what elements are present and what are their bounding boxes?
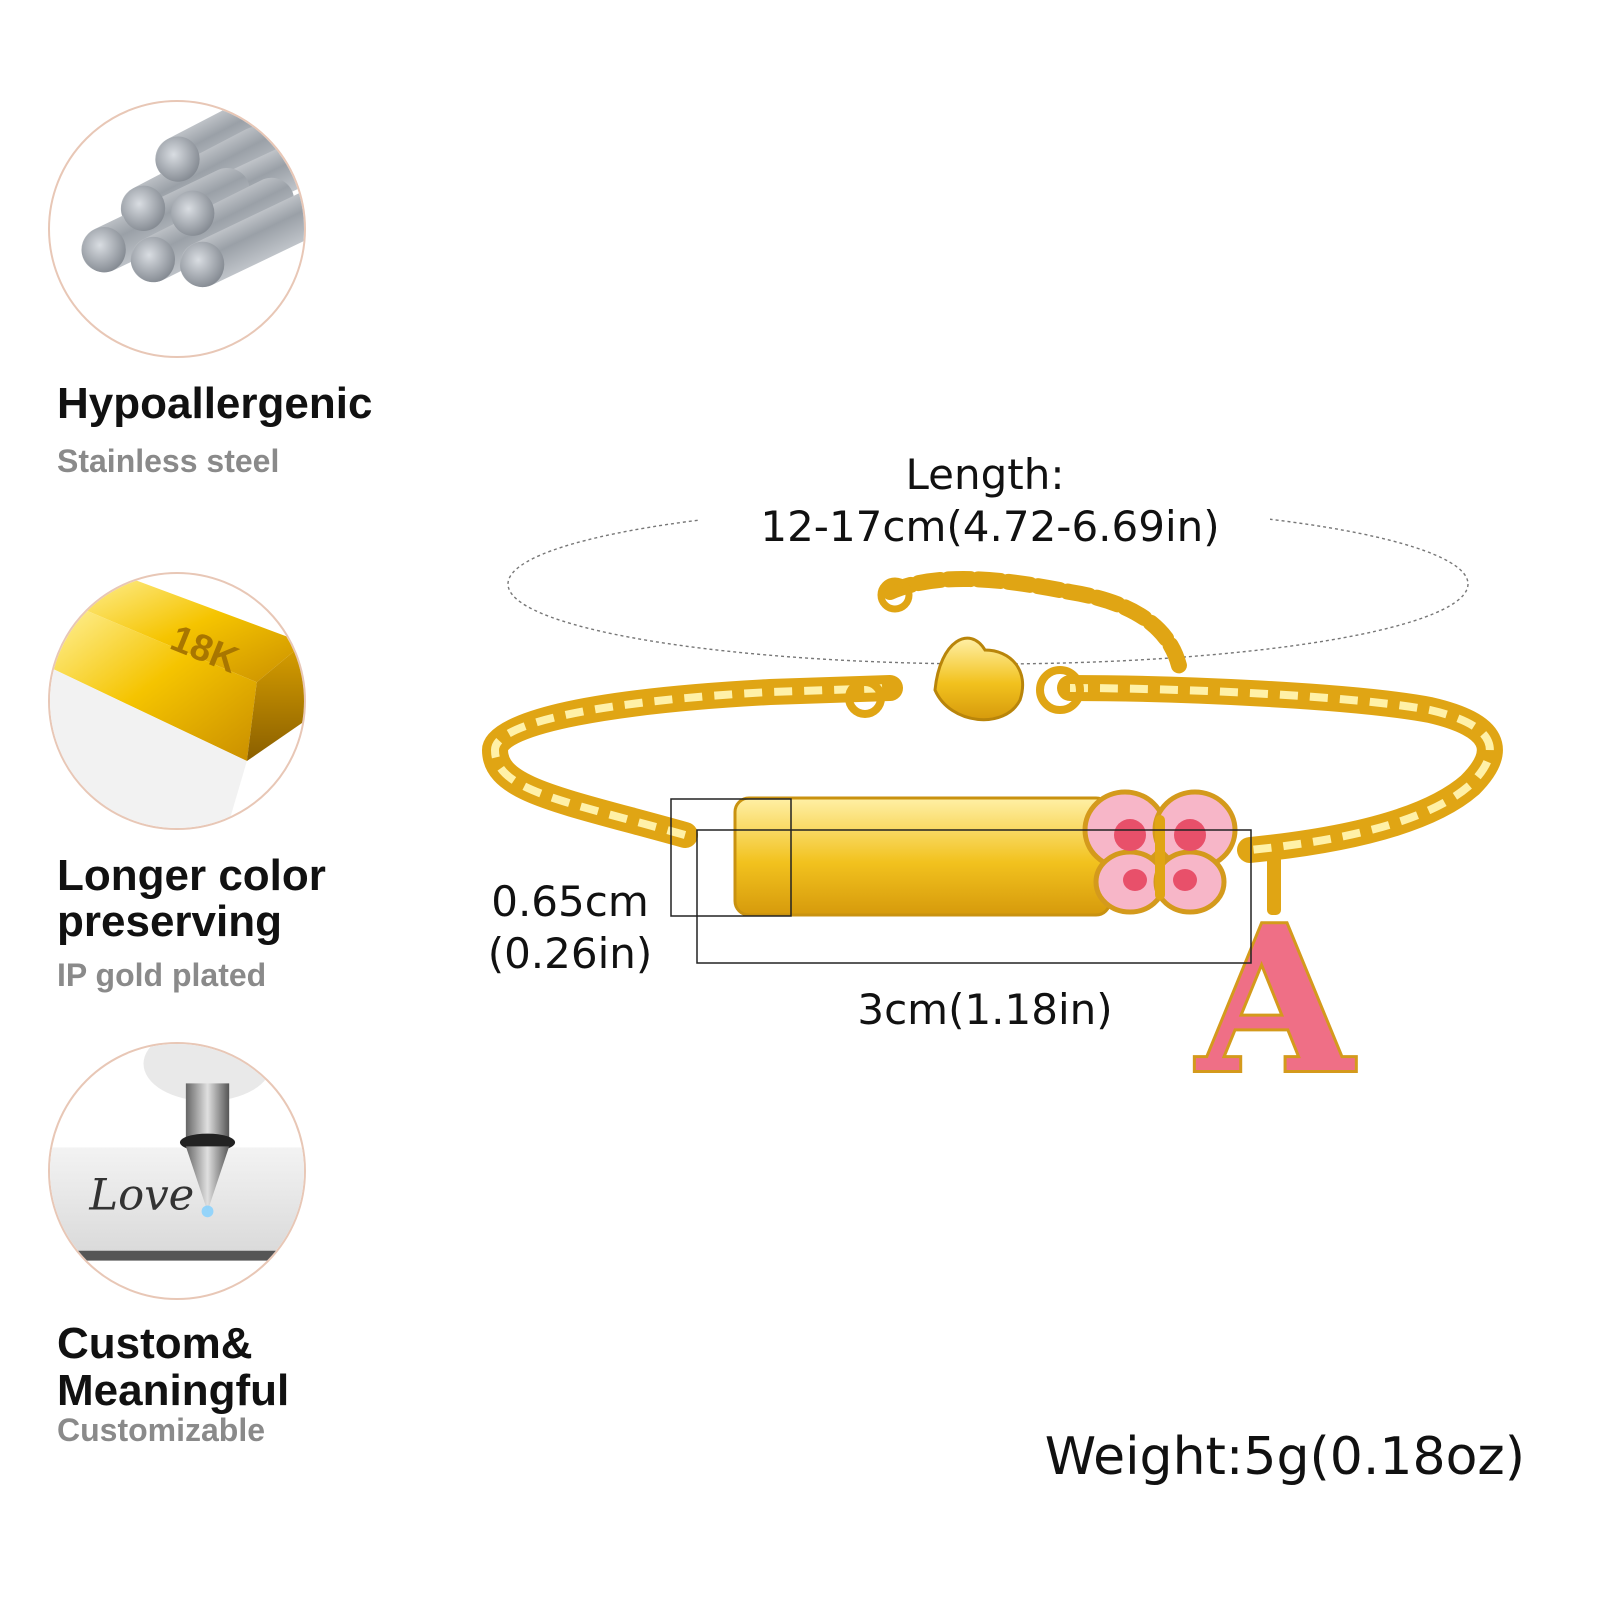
engraving-pen-icon: Love: [50, 1044, 304, 1261]
feature-title-custom-line1: Custom&: [57, 1319, 253, 1368]
feature-subtitle-ip-gold-plated: IP gold plated: [57, 957, 267, 993]
feature-title-longer-color-line2: preserving: [57, 897, 282, 946]
lobster-clasp: [933, 636, 1025, 722]
height-value-cm: 0.65cm: [491, 877, 649, 926]
width-dimension-bracket: [696, 829, 1252, 964]
steel-rods-image: [48, 100, 306, 358]
length-label: Length:: [905, 450, 1065, 499]
feature-title-hypoallergenic: Hypoallergenic: [57, 379, 373, 428]
feature-title-custom-line2: Meaningful: [57, 1366, 290, 1415]
bracelet-illustration: A: [481, 500, 1503, 1120]
height-value-in: (0.26in): [487, 929, 653, 978]
feature-title-longer-color-line1: Longer color: [57, 851, 326, 900]
length-value: 12-17cm(4.72-6.69in): [760, 502, 1220, 551]
feature-subtitle-customizable: Customizable: [57, 1412, 266, 1448]
width-value: 3cm(1.18in): [857, 985, 1113, 1034]
feature-subtitle-stainless-steel: Stainless steel: [57, 443, 280, 479]
weight-value: Weight:5g(0.18oz): [1044, 1427, 1525, 1487]
length-guide-ellipse: [507, 503, 1469, 665]
steel-rods-icon: [81, 102, 304, 288]
gold-bar-image: 18K: [48, 572, 306, 830]
letter-charm: A: [1192, 855, 1358, 1120]
charm-letter: A: [1195, 883, 1355, 1118]
extension-chain: [882, 570, 1188, 678]
engraving-image: Love: [48, 1042, 306, 1300]
height-dimension-bracket: [670, 798, 792, 917]
gold-bar-icon: 18K: [50, 574, 304, 828]
engraving-text: Love: [88, 1170, 194, 1220]
